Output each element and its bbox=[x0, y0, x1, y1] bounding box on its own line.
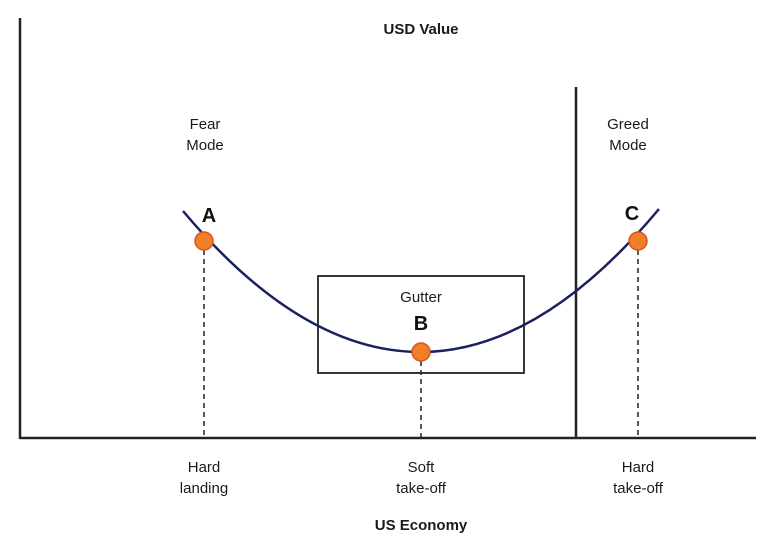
gutter-label: Gutter bbox=[400, 289, 442, 306]
outcome-c-line2: take-off bbox=[613, 480, 664, 497]
outcome-b-line1: Soft bbox=[408, 459, 436, 476]
outcome-a-line1: Hard bbox=[188, 459, 221, 476]
outcome-c-line1: Hard bbox=[622, 459, 655, 476]
point-b-label: B bbox=[414, 313, 428, 335]
fear-mode-label-line1: Fear bbox=[190, 116, 221, 133]
point-a-marker bbox=[194, 231, 214, 251]
point-c-label: C bbox=[625, 203, 639, 225]
greed-mode-label-line1: Greed bbox=[607, 116, 649, 133]
fear-mode-label-line2: Mode bbox=[186, 137, 224, 154]
diagram-title: USD Value bbox=[383, 21, 458, 38]
point-a-label: A bbox=[202, 205, 216, 227]
outcome-a-line2: landing bbox=[180, 480, 228, 497]
point-c-marker bbox=[628, 231, 648, 251]
point-b-marker bbox=[411, 342, 431, 362]
x-axis-label: US Economy bbox=[375, 517, 468, 534]
greed-mode-label-line2: Mode bbox=[609, 137, 647, 154]
outcome-b-line2: take-off bbox=[396, 480, 447, 497]
